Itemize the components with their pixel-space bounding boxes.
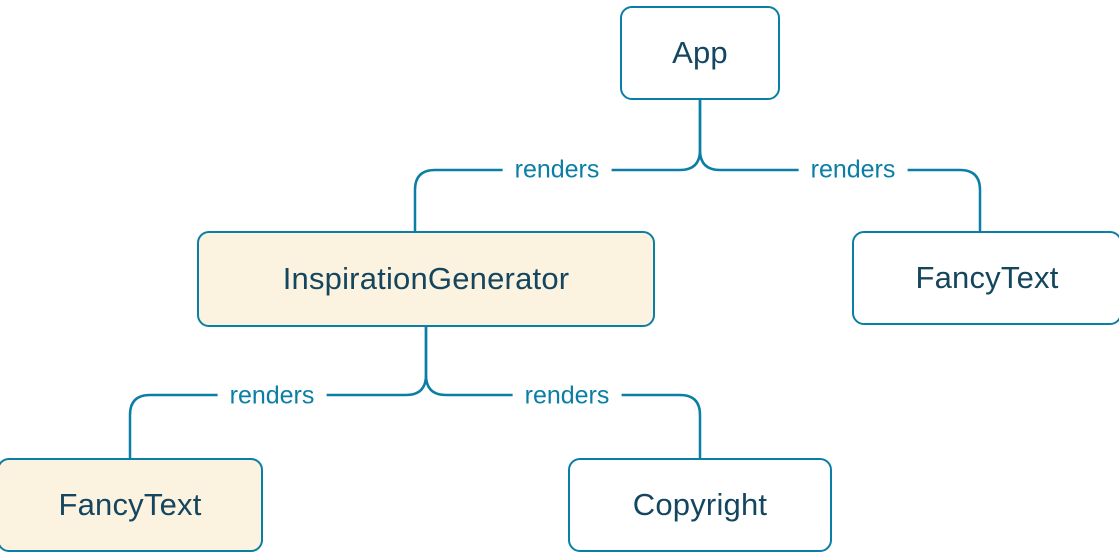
edge-label-renders-left-top: renders [502, 153, 612, 187]
node-fancy-text-top: FancyText [852, 231, 1119, 325]
node-copyright: Copyright [568, 458, 832, 552]
edge-label-renders-right-bottom: renders [512, 379, 622, 413]
node-fancy-text-bottom: FancyText [0, 458, 263, 552]
edge-label-renders-right-top: renders [798, 153, 908, 187]
edge-label-renders-left-bottom: renders [217, 379, 327, 413]
node-fancy-text-top-label: FancyText [915, 260, 1059, 295]
node-inspiration-generator-label: InspirationGenerator [282, 261, 570, 296]
node-inspiration-generator: InspirationGenerator [197, 231, 655, 327]
node-app: App [620, 6, 780, 100]
node-copyright-label: Copyright [632, 487, 768, 522]
node-app-label: App [672, 35, 728, 70]
node-fancy-text-bottom-label: FancyText [58, 487, 202, 522]
